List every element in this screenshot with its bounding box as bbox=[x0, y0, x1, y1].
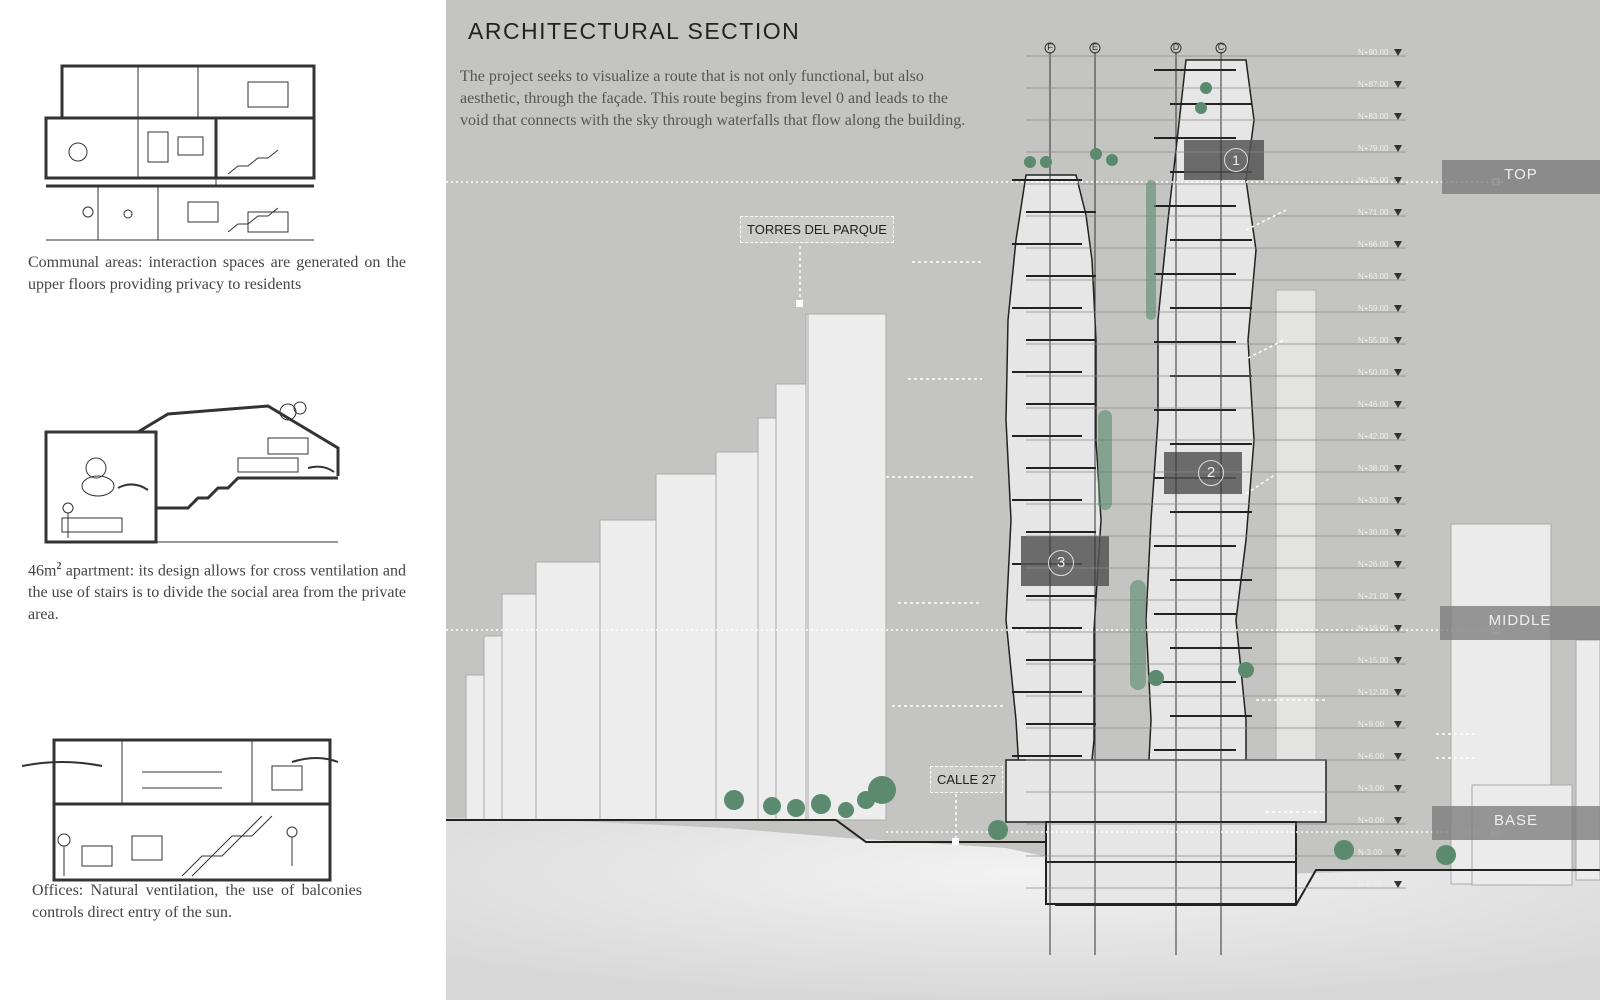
axis-c: C bbox=[1217, 42, 1225, 52]
level-marker-icon bbox=[1394, 881, 1402, 888]
ground-fog bbox=[446, 818, 1600, 1000]
level-marker-icon bbox=[1394, 305, 1402, 312]
level-marker-icon bbox=[1394, 817, 1402, 824]
axis-f: F bbox=[1047, 42, 1053, 52]
level-label: N+3.00 bbox=[1358, 784, 1385, 793]
section-drawing bbox=[446, 42, 1600, 1000]
level-marker-icon bbox=[1394, 497, 1402, 504]
level-label: N+33.00 bbox=[1358, 496, 1389, 505]
route-arrows bbox=[886, 209, 1476, 813]
level-label: N+6.00 bbox=[1358, 752, 1385, 761]
level-label: N+71.00 bbox=[1358, 208, 1389, 217]
level-label: N+38.00 bbox=[1358, 464, 1389, 473]
level-marker-icon bbox=[1394, 689, 1402, 696]
level-marker-icon bbox=[1394, 721, 1402, 728]
axis-e: E bbox=[1091, 42, 1098, 52]
void-number-3: 3 bbox=[1048, 550, 1074, 576]
level-marker-icon bbox=[1394, 593, 1402, 600]
level-marker-icon bbox=[1394, 785, 1402, 792]
level-label: N+42.00 bbox=[1358, 432, 1389, 441]
section-intro: The project seeks to visualize a route t… bbox=[460, 68, 966, 129]
zone-middle: MIDDLE bbox=[1440, 606, 1600, 640]
section-panel: ARCHITECTURAL SECTION The project seeks … bbox=[446, 0, 1600, 1000]
level-marker-icon bbox=[1394, 529, 1402, 536]
level-marker-icon bbox=[1394, 241, 1402, 248]
level-label: N+26.00 bbox=[1358, 560, 1389, 569]
level-label: N+30.00 bbox=[1358, 528, 1389, 537]
level-marker-icon bbox=[1394, 561, 1402, 568]
left-panel: Communal areas: interaction spaces are g… bbox=[0, 0, 446, 1000]
level-label: N+63.00 bbox=[1358, 272, 1389, 281]
zone-lines bbox=[446, 181, 1506, 833]
level-label: N-6.00 bbox=[1358, 880, 1383, 889]
level-label: N+79.00 bbox=[1358, 144, 1389, 153]
level-label: N+55.00 bbox=[1358, 336, 1389, 345]
level-label: N+75.00 bbox=[1358, 176, 1389, 185]
apartment-caption: 46m2 apartment: its design allows for cr… bbox=[28, 556, 406, 626]
torres-label: TORRES DEL PARQUE bbox=[740, 216, 894, 243]
level-marker-icon bbox=[1394, 401, 1402, 408]
level-label: N+9.00 bbox=[1358, 720, 1385, 729]
level-label: N+66.00 bbox=[1358, 240, 1389, 249]
apartment-caption-sup: 2 bbox=[56, 561, 62, 572]
zone-base: BASE bbox=[1432, 806, 1600, 840]
void-number-2: 2 bbox=[1198, 460, 1224, 486]
communal-caption: Communal areas: interaction spaces are g… bbox=[28, 254, 406, 293]
level-marker-icon bbox=[1394, 753, 1402, 760]
level-label: N+21.00 bbox=[1358, 592, 1389, 601]
level-marker-icon bbox=[1394, 465, 1402, 472]
apartment-caption-text: apartment: its design allows for cross v… bbox=[28, 562, 406, 624]
level-marker-icon bbox=[1394, 369, 1402, 376]
level-marker-icon bbox=[1394, 657, 1402, 664]
level-label: N+87.00 bbox=[1358, 80, 1389, 89]
calle-label: CALLE 27 bbox=[930, 766, 1004, 793]
level-label: N+59.00 bbox=[1358, 304, 1389, 313]
apartment-section-sketch bbox=[44, 401, 340, 544]
level-label: N+18.00 bbox=[1358, 624, 1389, 633]
level-label: N+15.00 bbox=[1358, 656, 1389, 665]
level-label: N+50.00 bbox=[1358, 368, 1389, 377]
vegetation bbox=[724, 82, 1456, 865]
level-marker-icon bbox=[1394, 81, 1402, 88]
level-label: N-3.00 bbox=[1358, 848, 1383, 857]
level-marker-icon bbox=[1394, 625, 1402, 632]
axis-d: D bbox=[1172, 42, 1180, 52]
level-label: N+0.00 bbox=[1358, 816, 1385, 825]
apartment-caption-area: 46m bbox=[28, 562, 57, 580]
level-marker-icon bbox=[1394, 337, 1402, 344]
level-label: N+90.00 bbox=[1358, 48, 1389, 57]
communal-section-sketch bbox=[44, 64, 316, 241]
level-marker-icon bbox=[1394, 273, 1402, 280]
torres-del-parque-buildings bbox=[465, 313, 887, 821]
level-label: N+46.00 bbox=[1358, 400, 1389, 409]
level-marker-icon bbox=[1394, 113, 1402, 120]
section-title: ARCHITECTURAL SECTION bbox=[468, 18, 801, 44]
level-marker-icon bbox=[1394, 145, 1402, 152]
level-label: N+83.00 bbox=[1358, 112, 1389, 121]
level-marker-icon bbox=[1394, 849, 1402, 856]
level-label: N+12.00 bbox=[1358, 688, 1389, 697]
office-section-sketch bbox=[22, 738, 339, 882]
void-number-1: 1 bbox=[1224, 148, 1248, 172]
zone-top: TOP bbox=[1442, 160, 1600, 194]
office-caption: Offices: Natural ventilation, the use of… bbox=[32, 882, 362, 921]
level-marker-icon bbox=[1394, 209, 1402, 216]
level-marker-icon bbox=[1394, 433, 1402, 440]
axis-lines bbox=[1044, 42, 1227, 955]
level-marker-icon bbox=[1394, 49, 1402, 56]
level-marker-icon bbox=[1394, 177, 1402, 184]
level-guides bbox=[1026, 55, 1406, 889]
